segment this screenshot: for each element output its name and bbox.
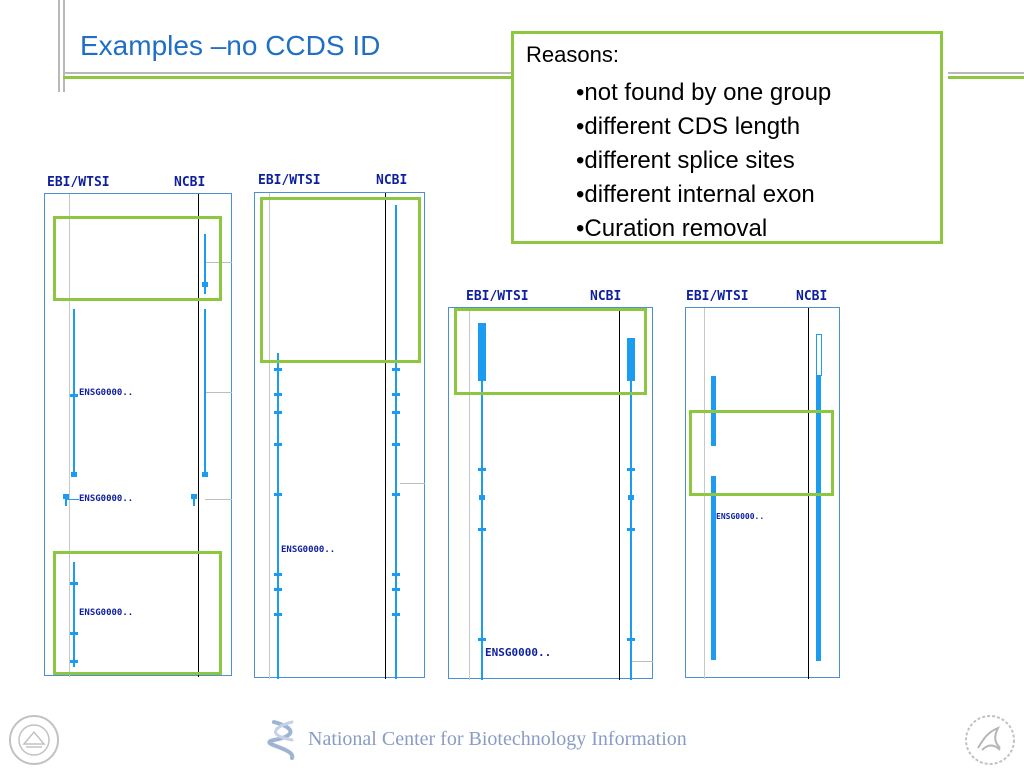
reason-item: •Curation removal bbox=[576, 215, 768, 242]
decor-vertical-rule bbox=[63, 0, 65, 92]
ncbi-exon bbox=[392, 613, 400, 616]
ncbi-helix-icon bbox=[267, 720, 295, 760]
panel-1-right-label: NCBI bbox=[174, 175, 206, 190]
ebi-exon bbox=[274, 588, 282, 591]
decor-vertical-rule bbox=[58, 0, 60, 92]
panel-1-highlight-box bbox=[53, 216, 222, 301]
track-divider bbox=[198, 194, 199, 677]
slide-title: Examples –no CCDS ID bbox=[80, 30, 381, 61]
footer-org-name: National Center for Biotechnology Inform… bbox=[308, 728, 687, 750]
gene-label: ENSG0000.. bbox=[716, 512, 765, 521]
decor-horizontal-rule bbox=[948, 72, 1024, 74]
ebi-gene-track bbox=[65, 494, 67, 506]
hhs-eagle-icon bbox=[965, 715, 1015, 765]
panel-2-left-label: EBI/WTSI bbox=[258, 173, 321, 188]
track-separator bbox=[400, 483, 425, 484]
panel-4-gene-view: ENSG0000.. bbox=[685, 307, 840, 679]
ebi-exon bbox=[70, 660, 78, 663]
reasons-box: Reasons: •not found by one group •differ… bbox=[511, 31, 943, 244]
decor-horizontal-rule bbox=[63, 76, 511, 79]
panel-3-gene-view: ENSG0000.. bbox=[448, 307, 653, 680]
ebi-exon bbox=[479, 495, 485, 500]
ebi-exon bbox=[274, 411, 282, 414]
decor-horizontal-rule bbox=[948, 76, 1024, 79]
ncbi-exon bbox=[392, 588, 400, 591]
ncbi-gene-track bbox=[395, 205, 397, 679]
ebi-exon bbox=[478, 468, 486, 471]
ebi-gene-track bbox=[711, 476, 716, 660]
ebi-exon bbox=[67, 499, 79, 500]
ebi-gene-track bbox=[73, 309, 75, 476]
ebi-exon bbox=[478, 638, 486, 641]
track-divider bbox=[269, 193, 270, 679]
ncbi-exon bbox=[392, 573, 400, 576]
gene-label: ENSG0000.. bbox=[79, 608, 134, 618]
gene-label: ENSG0000.. bbox=[485, 646, 552, 659]
ncbi-exon bbox=[627, 528, 635, 531]
reasons-list: •not found by one group •different CDS l… bbox=[576, 76, 831, 246]
ncbi-exon bbox=[392, 393, 400, 396]
ebi-exon bbox=[71, 472, 77, 477]
panel-4-right-label: NCBI bbox=[796, 289, 828, 304]
ebi-exon bbox=[274, 393, 282, 396]
reason-item: •different splice sites bbox=[576, 147, 795, 174]
track-divider bbox=[69, 194, 70, 677]
reason-item: •different CDS length bbox=[576, 113, 801, 140]
ebi-exon bbox=[70, 394, 78, 397]
ebi-exon bbox=[274, 443, 282, 446]
ncbi-exon bbox=[627, 638, 635, 641]
track-divider bbox=[469, 308, 470, 680]
ebi-exon bbox=[274, 493, 282, 496]
ncbi-gene-track bbox=[816, 376, 821, 661]
ebi-exon bbox=[478, 528, 486, 531]
nih-seal-icon bbox=[9, 715, 59, 765]
ncbi-exon bbox=[628, 495, 634, 500]
ebi-gene-track bbox=[277, 353, 279, 679]
ebi-exon bbox=[274, 368, 282, 371]
track-separator bbox=[632, 661, 653, 662]
panel-3-left-label: EBI/WTSI bbox=[466, 289, 529, 304]
gene-label: ENSG0000.. bbox=[281, 545, 336, 555]
ncbi-exon bbox=[202, 472, 208, 477]
panel-2-highlight-box bbox=[260, 197, 421, 363]
ebi-exon bbox=[274, 613, 282, 616]
panel-3-highlight-box bbox=[454, 308, 647, 395]
ncbi-exon bbox=[392, 368, 400, 371]
panel-4-highlight-box bbox=[689, 410, 834, 496]
reason-item: •different internal exon bbox=[576, 181, 815, 208]
gene-label: ENSG0000.. bbox=[79, 494, 134, 504]
ebi-exon bbox=[70, 632, 78, 635]
ebi-exon bbox=[274, 573, 282, 576]
ncbi-gene-track bbox=[204, 234, 206, 294]
track-separator bbox=[205, 262, 232, 263]
ebi-exon bbox=[70, 582, 78, 585]
ncbi-gene-track bbox=[816, 334, 822, 376]
ncbi-exon bbox=[392, 493, 400, 496]
reasons-heading: Reasons: bbox=[526, 42, 619, 67]
ncbi-exon bbox=[392, 443, 400, 446]
gene-label: ENSG0000.. bbox=[79, 388, 134, 398]
track-separator bbox=[205, 499, 232, 500]
panel-1-left-label: EBI/WTSI bbox=[47, 175, 110, 190]
panel-4-left-label: EBI/WTSI bbox=[686, 289, 749, 304]
ebi-gene-track bbox=[73, 562, 75, 667]
track-separator bbox=[205, 392, 232, 393]
ncbi-exon bbox=[202, 282, 208, 287]
panel-1-gene-view: ENSG0000.. ENSG0000.. ENSG0000.. bbox=[44, 193, 232, 677]
panel-3-right-label: NCBI bbox=[590, 289, 622, 304]
panel-2-gene-view: ENSG0000.. bbox=[254, 192, 425, 679]
ebi-gene-track bbox=[478, 323, 486, 381]
ncbi-gene-track bbox=[193, 494, 195, 506]
ncbi-gene-track bbox=[627, 338, 635, 381]
panel-1-highlight-box bbox=[53, 551, 222, 675]
ncbi-gene-track bbox=[204, 309, 206, 476]
ncbi-exon bbox=[627, 468, 635, 471]
decor-horizontal-rule bbox=[63, 72, 511, 74]
reason-item: •not found by one group bbox=[576, 79, 832, 106]
track-divider bbox=[385, 193, 386, 679]
track-divider bbox=[619, 308, 620, 680]
panel-2-right-label: NCBI bbox=[376, 173, 408, 188]
ncbi-exon bbox=[392, 411, 400, 414]
